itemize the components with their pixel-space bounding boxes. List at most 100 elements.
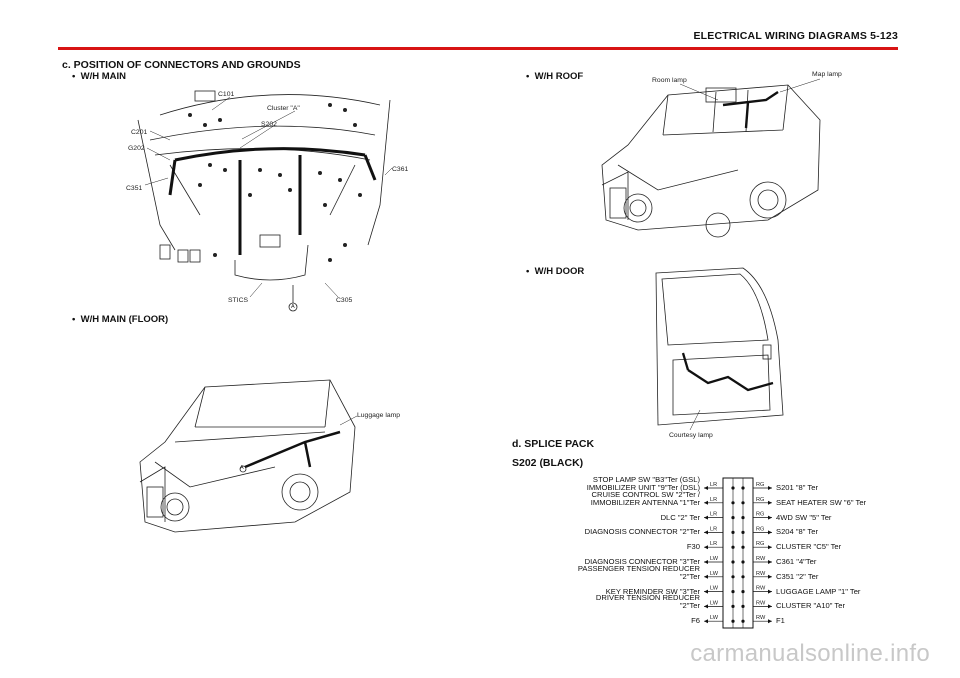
- splice-right-wire-color: RG: [756, 526, 764, 532]
- splice-left-arrow: [704, 589, 708, 594]
- splice-left-label: F6: [691, 616, 700, 626]
- wh-main-title: • W/H MAIN: [72, 71, 126, 82]
- splice-block: [722, 477, 754, 629]
- label-stics: STICS: [228, 297, 249, 304]
- splice-right-arrow: [768, 486, 772, 490]
- splice-left-arrow: [704, 486, 708, 490]
- splice-left-arrow: [704, 574, 708, 579]
- splice-junction-dot: [741, 560, 745, 564]
- splice-junction-dot: [731, 501, 735, 505]
- splice-left-wire-color: LW: [710, 571, 719, 577]
- splice-left-arrow: [704, 560, 708, 564]
- splice-right-wire-color: RW: [756, 556, 766, 562]
- splice-left-wire-color: LR: [710, 541, 717, 547]
- splice-right-wire-color: RW: [756, 615, 766, 621]
- splice-right-label: CLUSTER "A10" Ter: [776, 601, 845, 611]
- label-luggage-lamp: Luggage lamp: [357, 412, 401, 419]
- splice-left-arrow: [704, 515, 708, 520]
- roof-harness-vehicle-illustration: [601, 84, 821, 238]
- splice-right-arrow: [768, 515, 772, 520]
- splice-left-arrow: [704, 619, 708, 624]
- label-cluster-a: Cluster "A": [267, 105, 300, 112]
- splice-junction-dot: [741, 545, 745, 549]
- splice-right-arrow: [768, 574, 772, 579]
- splice-right-label: S204 "8" Ter: [776, 527, 818, 537]
- dashboard-harness-illustration: [137, 90, 391, 312]
- header-rule: [58, 47, 898, 50]
- splice-junction-dot: [741, 575, 745, 579]
- splice-left-wire-color: LW: [710, 615, 719, 621]
- splice-right-arrow: [768, 589, 772, 594]
- splice-right-arrow: [768, 545, 772, 550]
- splice-junction-dot: [741, 619, 745, 623]
- splice-left-label: CRUISE CONTROL SW "2"Ter /IMMOBILIZER AN…: [590, 489, 700, 507]
- label-c361: C361: [392, 166, 409, 173]
- splice-junction-dot: [731, 619, 735, 623]
- wh-roof-title: • W/H ROOF: [526, 71, 584, 82]
- label-room-lamp: Room lamp: [652, 77, 687, 84]
- watermark: carmanualsonline.info: [690, 640, 930, 667]
- splice-left-arrow: [704, 604, 708, 609]
- splice-right-wire-color: RW: [756, 571, 766, 577]
- splice-left-label: STOP LAMP SW "B3"Ter (GSL)IMMOBILIZER UN…: [586, 475, 700, 492]
- ground-marker-floor: A: [240, 465, 244, 471]
- splice-junction-dot: [731, 530, 735, 535]
- splice-subtitle: S202 (BLACK): [512, 457, 584, 469]
- splice-right-wire-color: RG: [756, 541, 764, 547]
- label-g202: G202: [128, 145, 145, 152]
- splice-left-label: DRIVER TENSION REDUCER"2"Ter: [595, 593, 700, 611]
- splice-right-label: F1: [776, 616, 785, 626]
- splice-right-arrow: [768, 560, 772, 564]
- splice-right-arrow: [768, 604, 772, 609]
- splice-left-wire-color: LR: [710, 482, 717, 488]
- splice-left-arrow: [704, 545, 708, 550]
- label-c305: C305: [336, 297, 353, 304]
- wh-floor-title-text: W/H MAIN (FLOOR): [80, 314, 169, 325]
- splice-left-arrow: [704, 500, 708, 505]
- wh-door-title-text: W/H DOOR: [534, 266, 585, 277]
- splice-junction-dot: [731, 560, 735, 564]
- splice-right-arrow: [768, 530, 772, 535]
- splice-junction-dot: [741, 530, 745, 535]
- splice-right-wire-color: RG: [756, 482, 764, 488]
- splice-junction-dot: [741, 516, 745, 520]
- splice-right-label: C361 "4"Ter: [776, 557, 817, 566]
- splice-left-label: KEY REMINDER SW "3"Ter: [605, 586, 700, 596]
- splice-left-label: F30: [686, 542, 700, 552]
- section-c-title: c. POSITION OF CONNECTORS AND GROUNDS: [62, 59, 301, 71]
- splice-right-label: 4WD SW "5" Ter: [776, 512, 832, 522]
- splice-left-label: PASSENGER TENSION REDUCER"2"Ter: [577, 563, 700, 581]
- label-c351: C351: [126, 185, 143, 192]
- label-c101: C101: [218, 91, 235, 98]
- splice-left-wire-color: LW: [710, 556, 719, 562]
- splice-junction-dot: [731, 575, 735, 579]
- splice-right-wire-color: RW: [756, 586, 766, 592]
- wh-main-title-text: W/H MAIN: [80, 71, 126, 82]
- splice-junction-dot: [731, 604, 735, 609]
- splice-junction-dot: [741, 501, 745, 505]
- page-header-title: ELECTRICAL WIRING DIAGRAMS 5-123: [693, 30, 898, 42]
- splice-junction-dot: [731, 545, 735, 549]
- splice-right-label: S201 "8" Ter: [776, 483, 818, 492]
- section-d-title: d. SPLICE PACK: [512, 438, 595, 450]
- splice-left-wire-color: LR: [710, 526, 717, 532]
- splice-junction-dot: [741, 486, 745, 490]
- splice-left-wire-color: LW: [710, 586, 719, 592]
- wh-door-title: • W/H DOOR: [526, 266, 585, 277]
- splice-right-label: SEAT HEATER SW "6" Ter: [776, 497, 867, 507]
- splice-junction-dot: [731, 486, 735, 490]
- splice-junction-dot: [731, 590, 735, 594]
- splice-right-arrow: [768, 500, 772, 505]
- splice-right-wire-color: RW: [756, 600, 766, 606]
- label-map-lamp: Map lamp: [812, 71, 842, 78]
- splice-junction-dot: [731, 516, 735, 520]
- splice-right-label: CLUSTER "C5" Ter: [776, 542, 842, 552]
- splice-left-label: DIAGNOSIS CONNECTOR "2"Ter: [584, 527, 700, 537]
- splice-left-label: DLC "2" Ter: [660, 512, 700, 522]
- splice-left-label: DIAGNOSIS CONNECTOR "3"Ter: [584, 557, 700, 566]
- splice-junction-dot: [741, 590, 745, 594]
- splice-right-arrow: [768, 619, 772, 624]
